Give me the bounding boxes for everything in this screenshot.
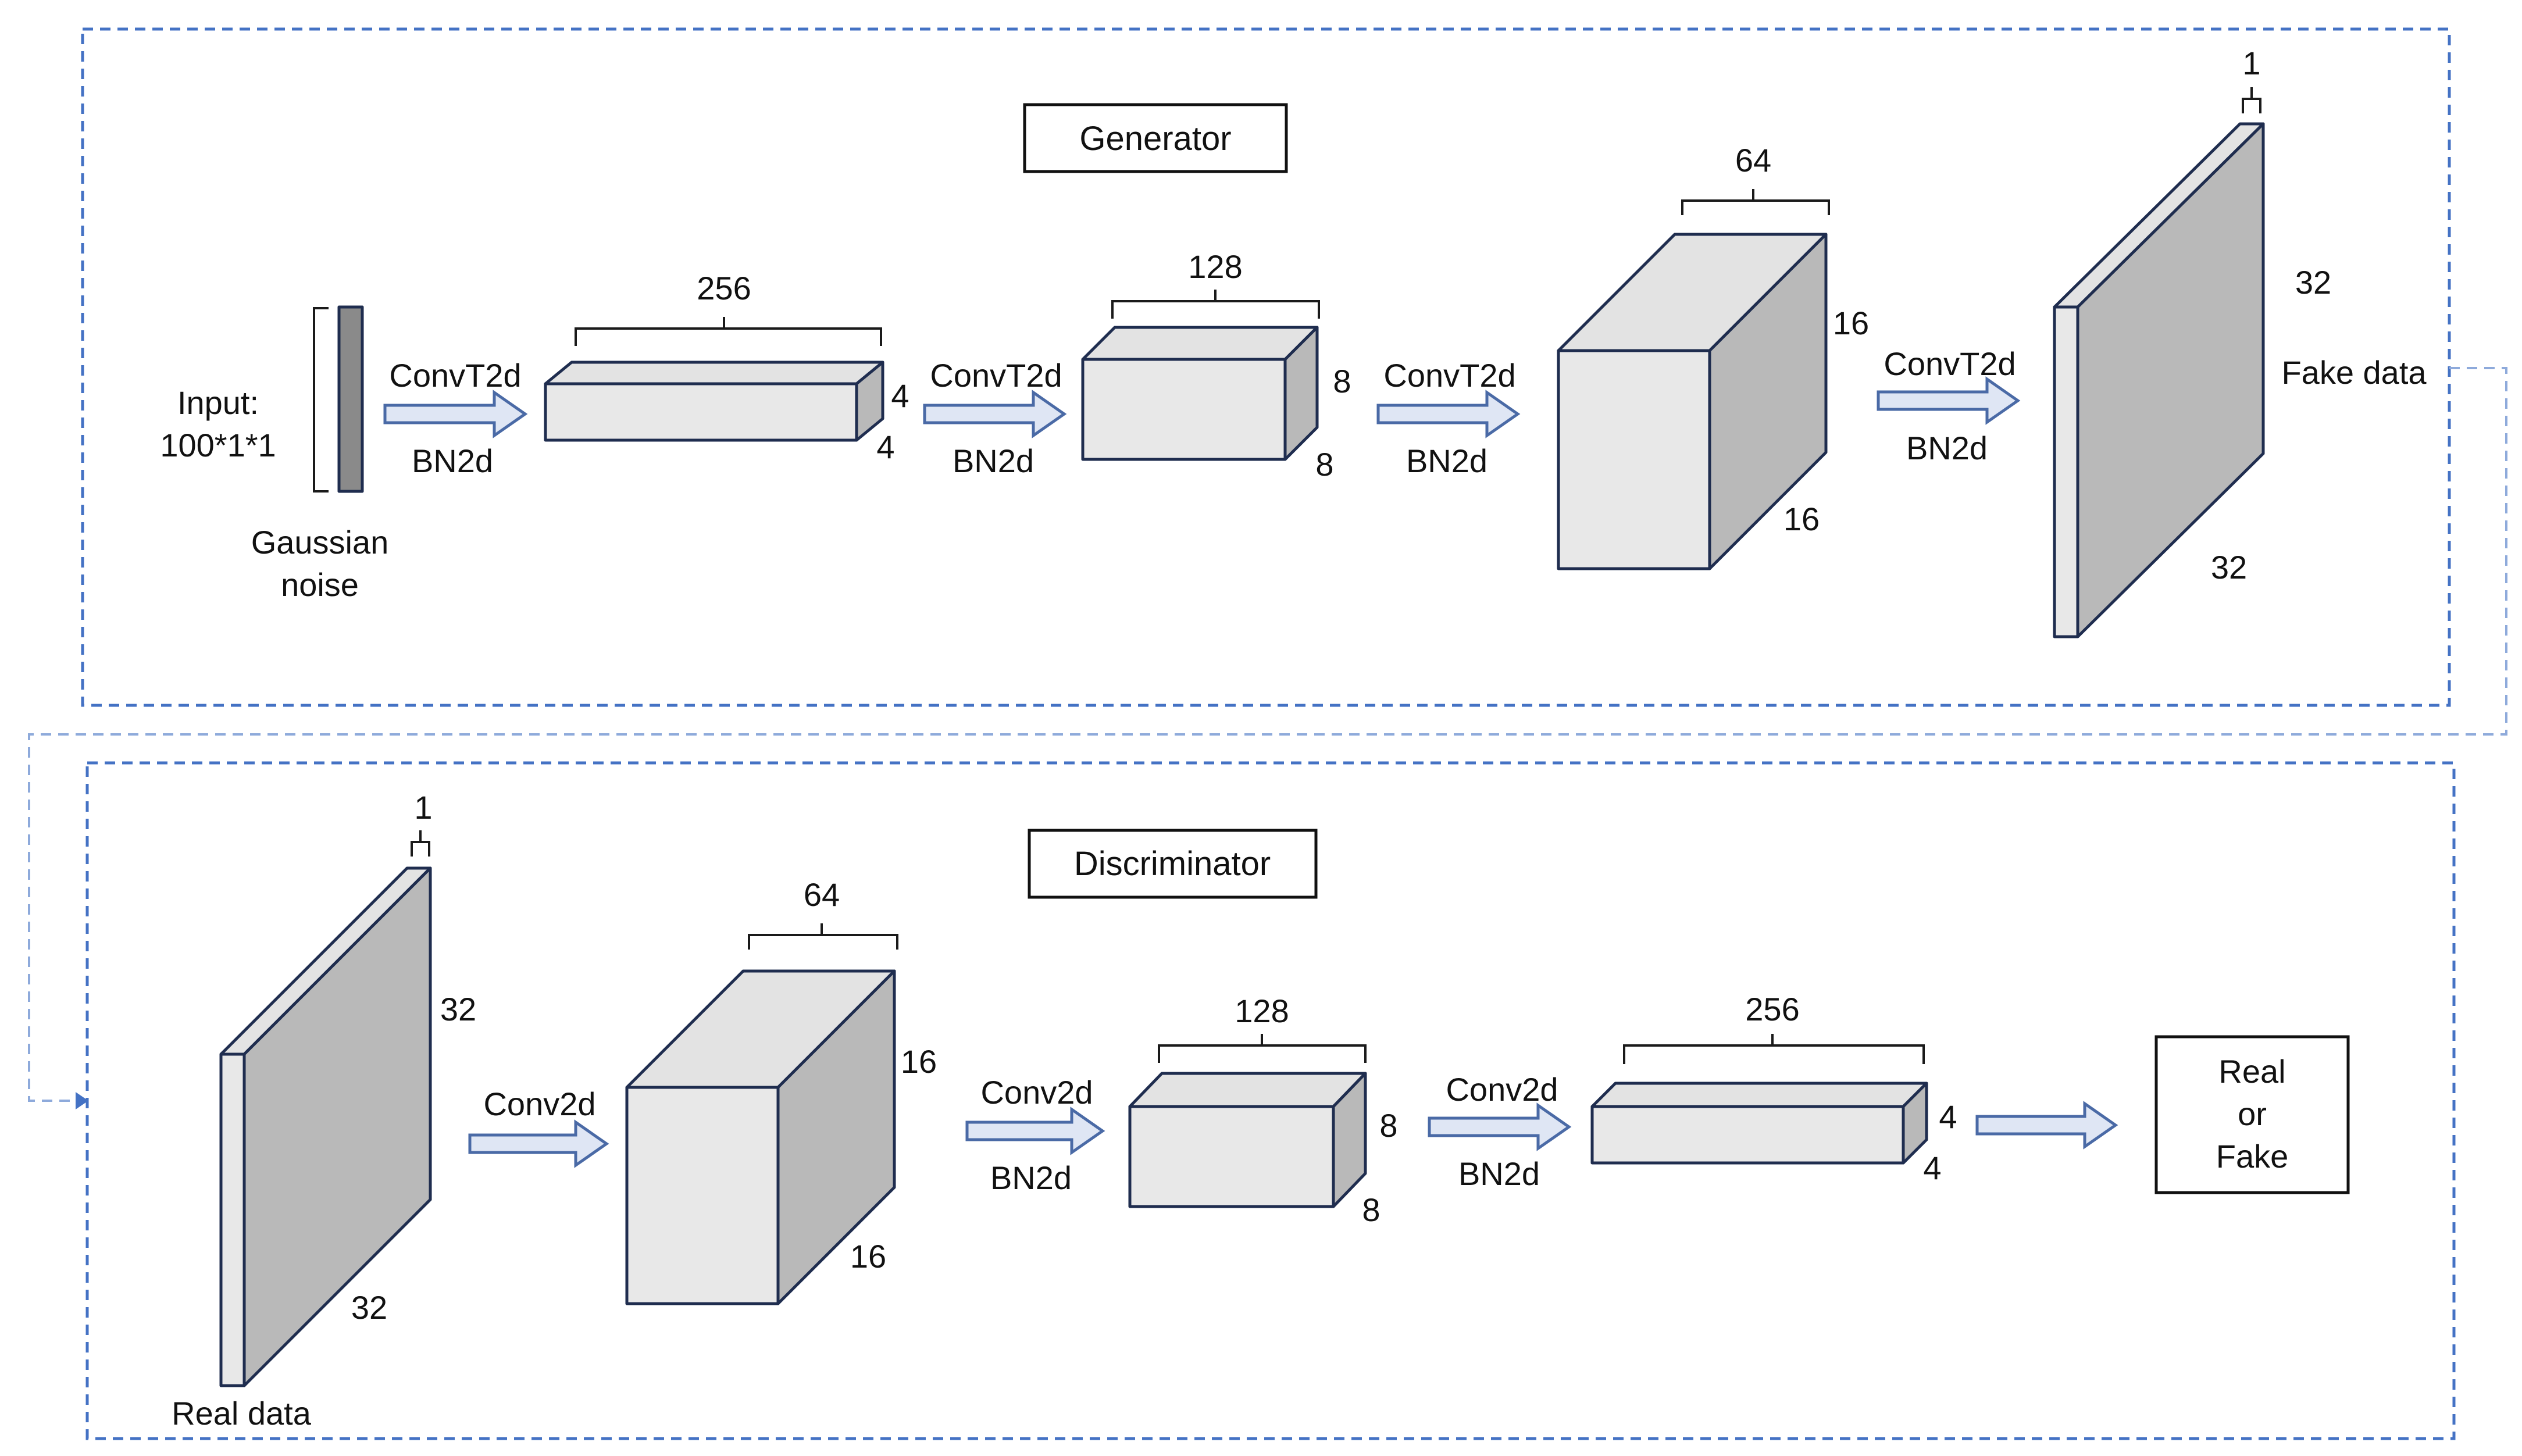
- gen-arrow3-bottom-label: BN2d: [1406, 442, 1487, 479]
- disc-input-channels: 1: [414, 789, 432, 826]
- gen-block1-w: 4: [876, 429, 894, 465]
- disc-block2-channels: 128: [1235, 993, 1289, 1029]
- gen-block2-w: 8: [1315, 446, 1333, 483]
- input-label: Input:: [177, 384, 259, 421]
- disc-arrow3-top-label: Conv2d: [1446, 1071, 1558, 1108]
- disc-block3-brace: [1623, 1034, 1925, 1064]
- gen-block1-channels: 256: [697, 270, 751, 306]
- disc-block1-w: 16: [850, 1238, 886, 1275]
- gen-block2-top: [1081, 326, 1319, 361]
- disc-input-front: [219, 1052, 246, 1387]
- disc-input-side: [242, 866, 432, 1387]
- gen-block1-side: [855, 361, 884, 442]
- gen-block2-front: [1081, 358, 1287, 461]
- discriminator-title-box: [1028, 829, 1318, 899]
- input-shape: 100*1*1: [160, 427, 276, 463]
- gen-output-h: 32: [2295, 264, 2331, 301]
- disc-block2-top: [1128, 1072, 1367, 1108]
- fake-data-label: Fake data: [2281, 354, 2427, 391]
- disc-block3-top: [1590, 1082, 1928, 1108]
- result-fake: Fake: [2216, 1138, 2289, 1175]
- discriminator-panel: [85, 761, 2456, 1440]
- gen-block1-brace: [575, 317, 882, 346]
- gen-arrow1-top-label: ConvT2d: [389, 357, 521, 394]
- generator-title: Generator: [1079, 120, 1231, 158]
- gen-arrow-2: [923, 390, 1067, 438]
- connector-arrowhead: [76, 1092, 88, 1109]
- gen-arrow2-bottom-label: BN2d: [953, 442, 1034, 479]
- real-data-label: Real data: [172, 1395, 312, 1432]
- gen-block3-h: 16: [1833, 305, 1869, 341]
- disc-arrow1-top-label: Conv2d: [483, 1086, 595, 1122]
- gen-block2-h: 8: [1333, 363, 1351, 399]
- disc-block3-channels: 256: [1745, 991, 1799, 1027]
- disc-arrow2-bottom-label: BN2d: [990, 1159, 1072, 1196]
- gen-output-brace: [2242, 87, 2261, 113]
- gen-block3-brace: [1681, 189, 1830, 215]
- disc-block2-h: 8: [1379, 1107, 1397, 1144]
- disc-arrow2-top-label: Conv2d: [980, 1074, 1093, 1111]
- disc-block3-front: [1590, 1105, 1905, 1165]
- gen-arrow-1: [383, 390, 528, 438]
- disc-block3-h: 4: [1939, 1098, 1957, 1135]
- gen-arrow3-top-label: ConvT2d: [1383, 357, 1515, 394]
- gen-block3-channels: 64: [1735, 142, 1771, 179]
- disc-final-arrow: [1975, 1101, 2118, 1150]
- noise-label-line1: Gaussian: [251, 524, 389, 561]
- disc-arrow-3: [1428, 1102, 1572, 1151]
- disc-block3-side: [1902, 1082, 1928, 1165]
- gen-arrow-4: [1877, 376, 2021, 425]
- disc-block2-front: [1128, 1105, 1335, 1208]
- disc-block3-w: 4: [1923, 1150, 1941, 1186]
- gen-block1-h: 4: [891, 377, 909, 414]
- generator-title-box: [1023, 103, 1288, 173]
- result-box: [2154, 1035, 2350, 1194]
- gen-output-channels: 1: [2242, 45, 2260, 81]
- gen-output-front: [2053, 305, 2079, 638]
- fake-to-discriminator-connector: [28, 367, 2507, 1102]
- disc-block1-brace: [748, 923, 898, 950]
- gen-block1-front: [544, 382, 858, 442]
- gen-block2-side: [1283, 326, 1319, 461]
- gen-arrow1-bottom-label: BN2d: [412, 442, 493, 479]
- result-or: or: [2238, 1095, 2267, 1132]
- gen-arrow2-top-label: ConvT2d: [930, 357, 1062, 394]
- gen-output-w: 32: [2211, 549, 2247, 586]
- disc-input-h: 32: [440, 991, 476, 1027]
- gen-block2-channels: 128: [1188, 248, 1242, 285]
- disc-block1-channels: 64: [804, 876, 840, 913]
- disc-block2-side: [1332, 1072, 1367, 1208]
- disc-block2-brace: [1158, 1034, 1367, 1063]
- disc-arrow-1: [468, 1119, 609, 1168]
- disc-block1-h: 16: [901, 1043, 937, 1080]
- disc-block1-front: [625, 1086, 780, 1305]
- disc-input-brace: [411, 830, 430, 857]
- disc-arrow3-bottom-label: BN2d: [1458, 1155, 1540, 1192]
- gen-block3-front: [1557, 349, 1711, 570]
- noise-vector: [337, 305, 364, 493]
- gen-output-side: [2076, 122, 2265, 638]
- gen-arrow4-bottom-label: BN2d: [1906, 430, 1988, 466]
- disc-arrow-2: [965, 1107, 1105, 1155]
- discriminator-title: Discriminator: [1074, 845, 1271, 883]
- disc-block2-w: 8: [1362, 1191, 1380, 1228]
- gen-arrow4-top-label: ConvT2d: [1884, 345, 2016, 382]
- gen-block3-side: [1708, 233, 1828, 570]
- input-brace: [313, 307, 329, 493]
- disc-block1-side: [776, 969, 896, 1305]
- noise-label-line2: noise: [281, 566, 359, 603]
- gen-block3-w: 16: [1783, 501, 1820, 537]
- disc-input-w: 32: [351, 1289, 387, 1326]
- gen-block1-top: [544, 361, 884, 386]
- gen-block2-brace: [1111, 290, 1320, 319]
- gen-arrow-3: [1376, 390, 1521, 438]
- result-real: Real: [2218, 1053, 2285, 1090]
